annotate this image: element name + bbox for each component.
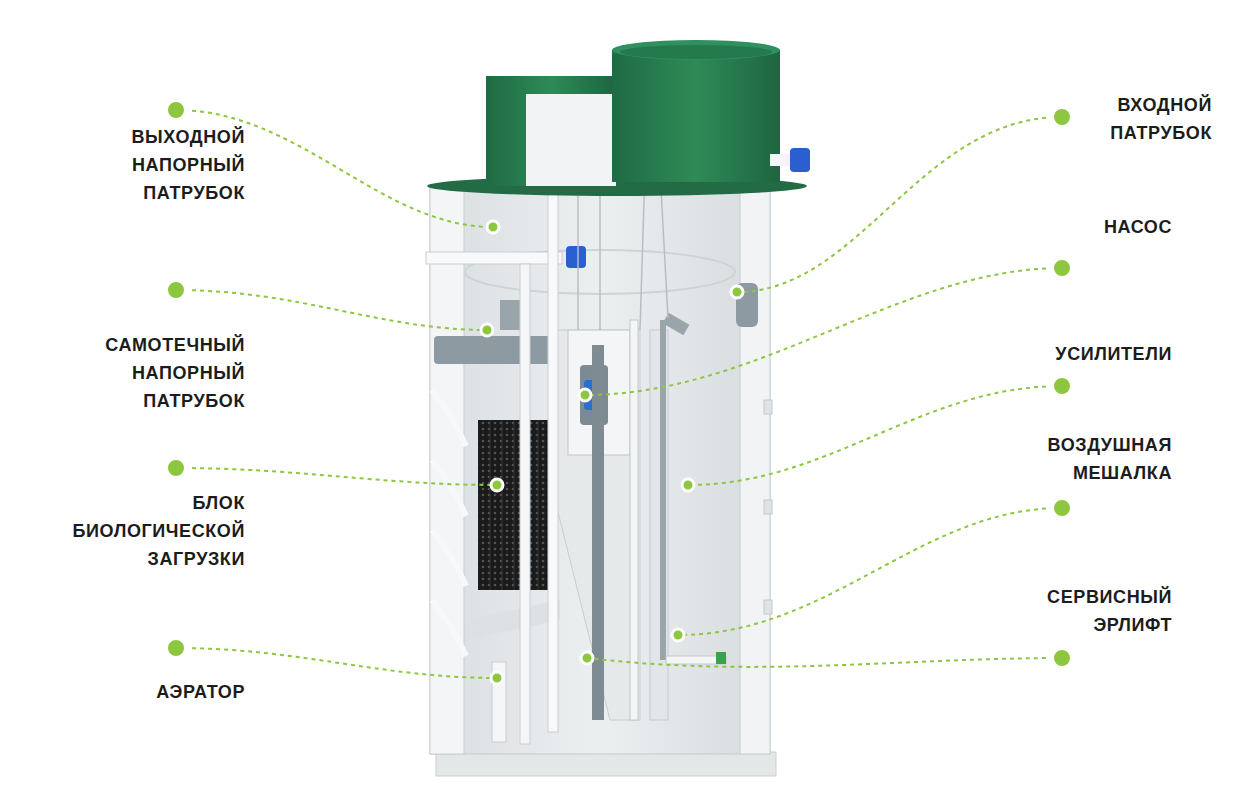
callout-label: ВХОДНОЙ ПАТРУБОК	[1110, 91, 1212, 147]
callout-label: АЭРАТОР	[156, 678, 245, 706]
callout-label: НАСОС	[1104, 213, 1172, 241]
callout-label: ВОЗДУШНАЯ МЕШАЛКА	[1048, 431, 1173, 487]
callout-label: БЛОК БИОЛОГИЧЕСКОЙ ЗАГРУЗКИ	[72, 489, 245, 573]
callout-label: ВЫХОДНОЙ НАПОРНЫЙ ПАТРУБОК	[132, 123, 246, 207]
callout-label: УСИЛИТЕЛИ	[1055, 340, 1172, 368]
callout-label: СЕРВИСНЫЙ ЭРЛИФТ	[1047, 583, 1172, 639]
callout-label: САМОТЕЧНЫЙ НАПОРНЫЙ ПАТРУБОК	[105, 331, 245, 415]
